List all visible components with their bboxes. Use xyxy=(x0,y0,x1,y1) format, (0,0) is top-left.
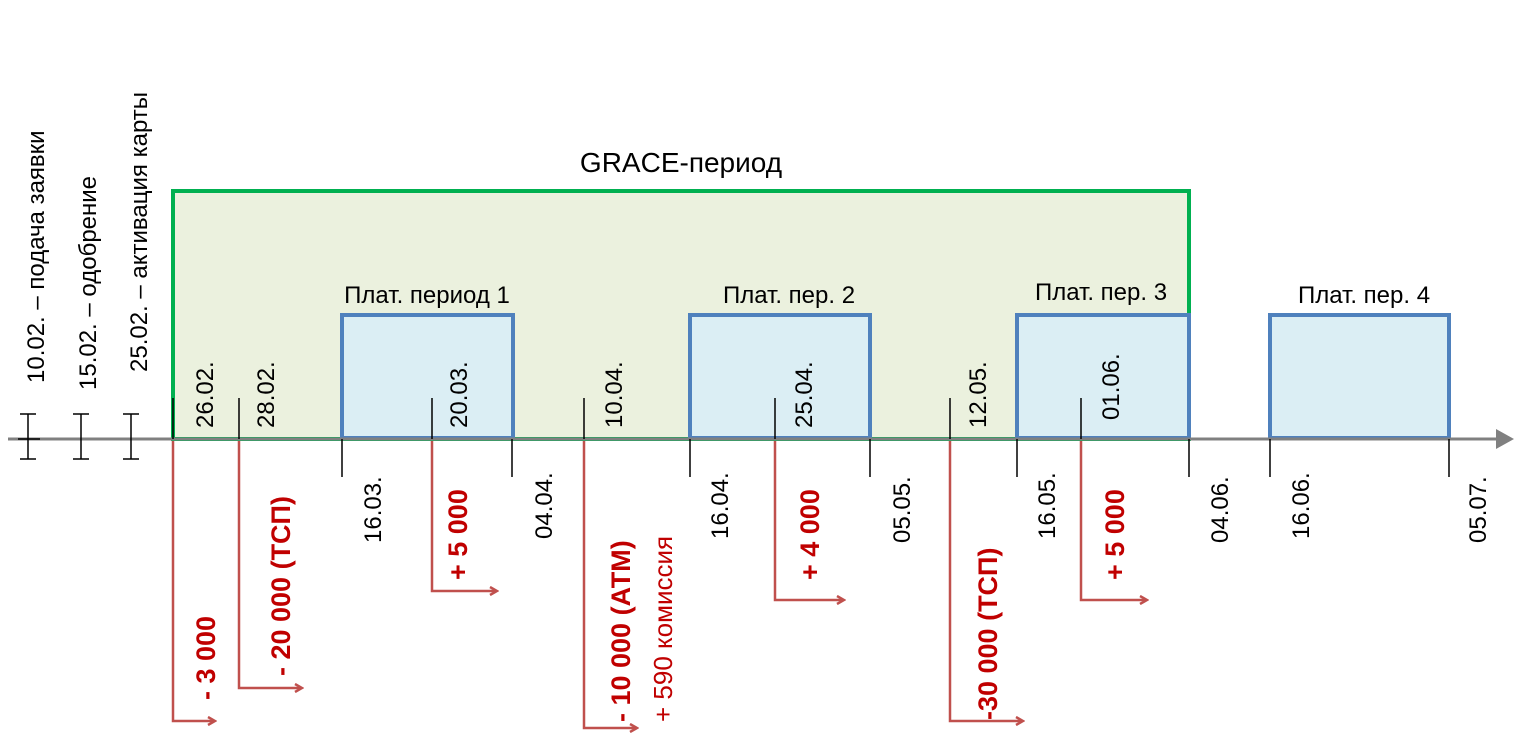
payment-period-4-label: Плат. пер. 4 xyxy=(1298,282,1430,309)
transaction-12-05-amount: -30 000 (ТСП) xyxy=(973,548,1003,720)
transaction-26-02-arrow xyxy=(171,441,214,721)
payment-period-4: Плат. пер. 4 xyxy=(1268,282,1451,440)
date-above-01-06: 01.06. xyxy=(1098,353,1125,420)
payment-period-1: Плат. период 1 xyxy=(340,282,515,440)
payment-period-2: Плат. пер. 2 xyxy=(688,282,872,440)
date-below-04-06: 04.06. xyxy=(1207,476,1234,543)
transaction-20-03-amount: + 5 000 xyxy=(443,489,473,580)
transaction-20-03-arrow xyxy=(430,441,496,591)
date-above-28-02: 28.02. xyxy=(253,361,280,428)
transaction-01-06-arrow xyxy=(1079,441,1146,600)
payment-period-4-box xyxy=(1268,313,1451,440)
payment-period-1-label: Плат. период 1 xyxy=(344,282,510,309)
date-below-04-04: 04.04. xyxy=(531,472,558,539)
timeline-axis-arrowhead xyxy=(1496,429,1514,449)
date-above-10-04: 10.04. xyxy=(601,361,628,428)
transaction-25-04-amount: + 4 000 xyxy=(795,489,825,580)
transaction-01-06-amount: + 5 000 xyxy=(1100,489,1130,580)
date-below-16-05: 16.05. xyxy=(1034,472,1061,539)
date-above-20-03: 20.03. xyxy=(446,361,473,428)
date-above-12-05: 12.05. xyxy=(965,361,992,428)
transaction-28-02-arrow xyxy=(237,441,301,688)
date-below-05-07: 05.07. xyxy=(1465,476,1492,543)
date-below-16-04: 16.04. xyxy=(707,472,734,539)
date-above-25-04: 25.04. xyxy=(791,361,818,428)
transaction-12-05-arrow xyxy=(948,441,1022,721)
transaction-26-02-amount: - 3 000 xyxy=(191,616,221,700)
transaction-28-02-amount: - 20 000 (ТСП) xyxy=(266,496,296,676)
setup-event-2-label: 15.02. – одобрение xyxy=(75,176,102,390)
transaction-10-04-commission: + 590 комиссия xyxy=(648,536,678,722)
transaction-10-04-arrow xyxy=(582,441,636,728)
date-below-16-06: 16.06. xyxy=(1288,472,1315,539)
transaction-10-04-amount: - 10 000 (АТМ) xyxy=(606,540,636,722)
transaction-25-04-arrow xyxy=(773,441,843,600)
payment-period-2-label: Плат. пер. 2 xyxy=(723,282,855,309)
payment-period-1-box xyxy=(340,313,515,440)
setup-event-3-label: 25.02. – активация карты xyxy=(126,92,153,372)
payment-period-3-label: Плат. пер. 3 xyxy=(1035,279,1167,306)
payment-period-3: Плат. пер. 3 xyxy=(1015,279,1191,440)
date-below-05-05: 05.05. xyxy=(889,476,916,543)
setup-event-1-label: 10.02. – подача заявки xyxy=(23,130,50,383)
payment-period-3-box xyxy=(1015,313,1191,440)
date-below-16-03: 16.03. xyxy=(360,476,387,543)
date-above-26-02: 26.02. xyxy=(192,361,219,428)
grace-period-label: GRACE-период xyxy=(580,147,782,178)
payment-period-2-box xyxy=(688,313,872,440)
